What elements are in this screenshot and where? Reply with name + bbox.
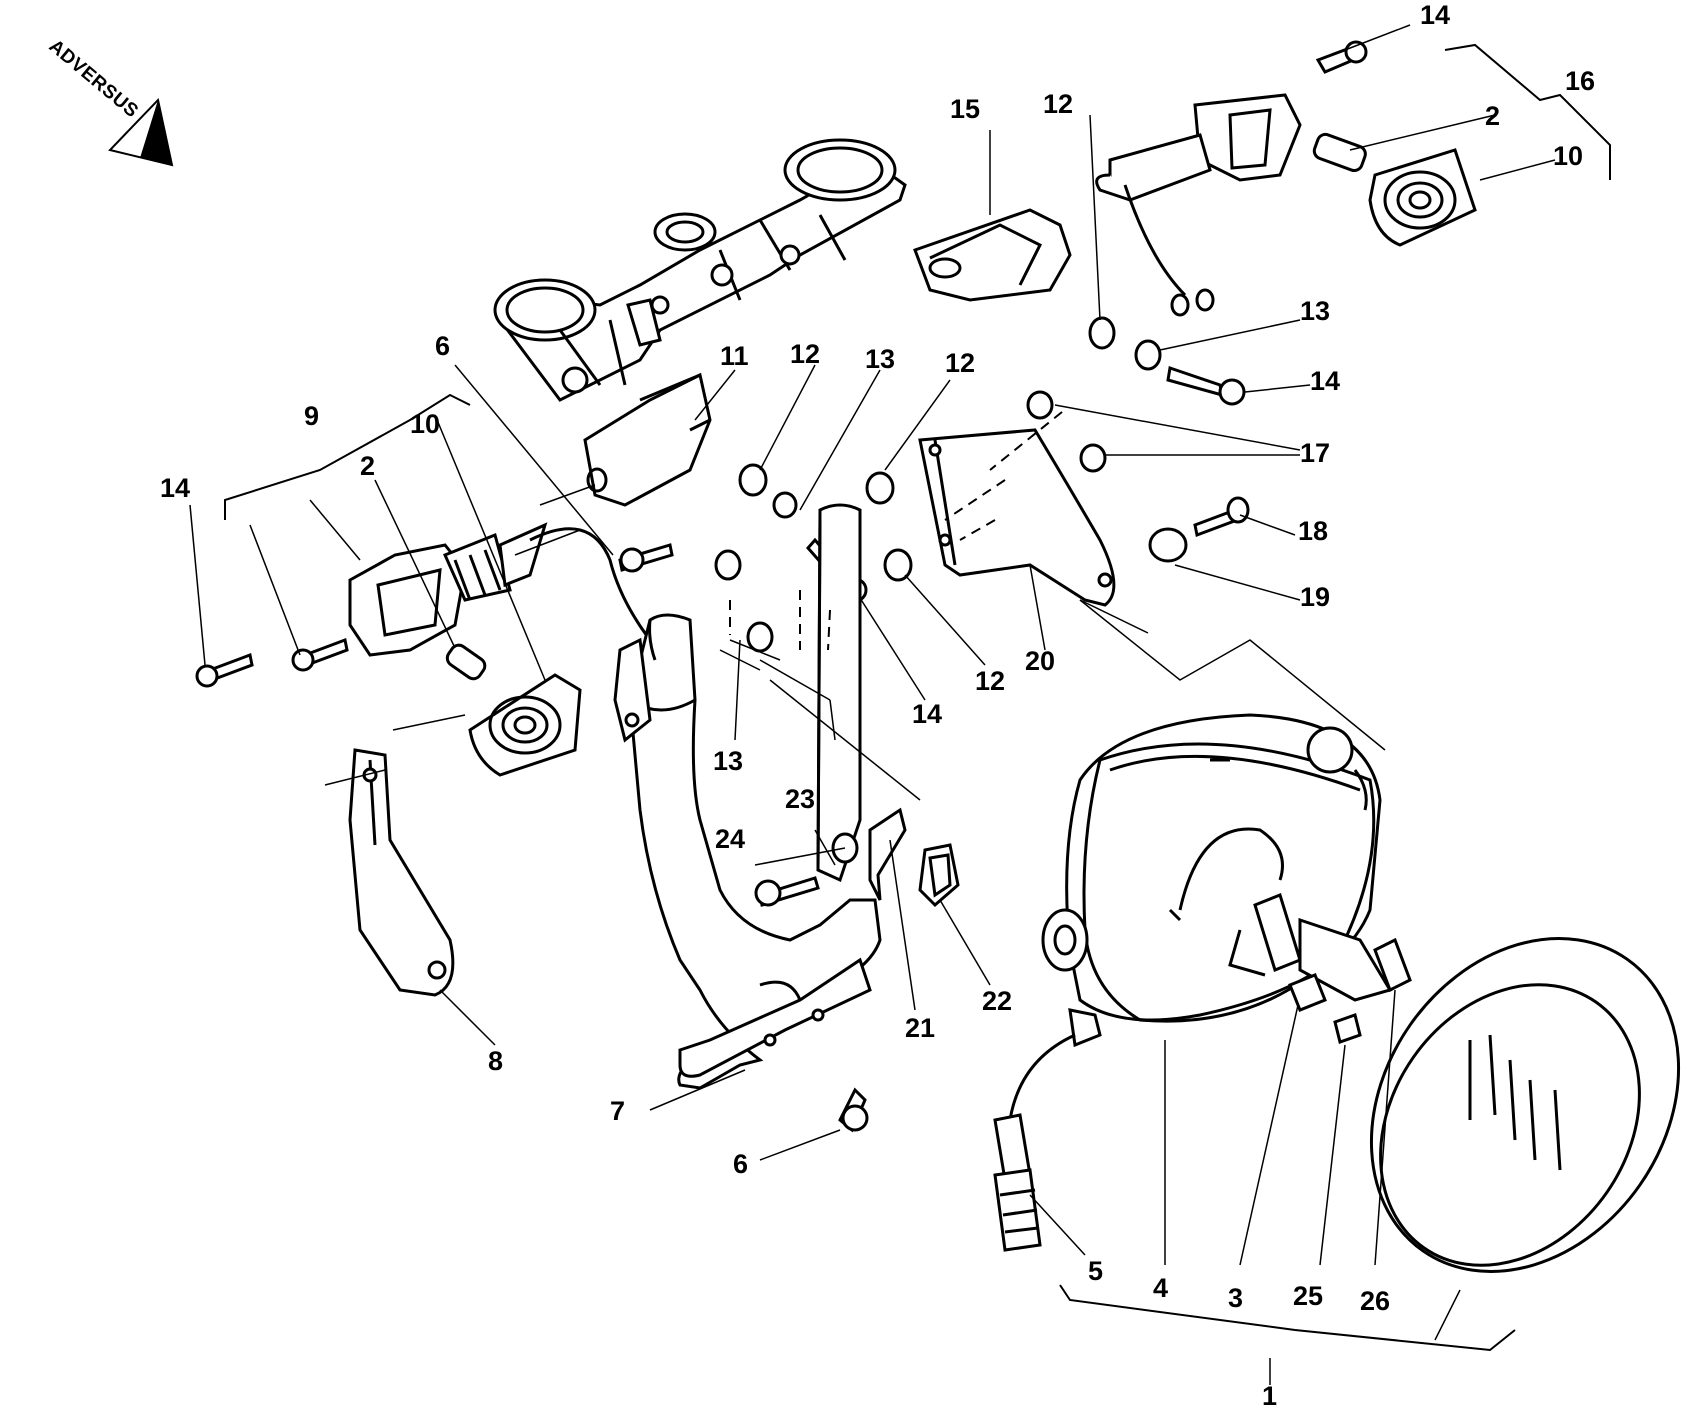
part-label-26: 26 [1360,1286,1390,1316]
part-label-8: 8 [488,1046,503,1076]
brand-mark: ADVERSUS [45,36,174,167]
bulb-parts [1288,937,1412,1044]
part-label-13: 13 [713,746,743,776]
part-label-14: 14 [912,699,942,729]
alignment-lines [324,411,1386,801]
part-label-5: 5 [1088,1256,1103,1286]
part-label-6: 6 [435,331,450,361]
part-label-6: 6 [733,1149,748,1179]
headlight-body [1041,713,1393,1023]
part-label-3: 3 [1228,1283,1243,1313]
part-label-10: 10 [410,409,440,439]
part-label-25: 25 [1293,1281,1323,1311]
part-label-1: 1 [1262,1381,1277,1411]
part-label-9: 9 [304,401,319,431]
part-label-10: 10 [1553,141,1583,171]
part-label-12: 12 [945,348,975,378]
part-label-4: 4 [1153,1273,1168,1303]
headlight-cable [993,1008,1102,1252]
part-label-15: 15 [950,94,980,124]
right-turn-signal [1095,40,1477,317]
part-label-2: 2 [1485,101,1500,131]
part-label-12: 12 [1043,89,1073,119]
bracket-8 [348,748,455,997]
part-label-20: 20 [1025,646,1055,676]
part-label-24: 24 [715,824,745,854]
part-label-14: 14 [1310,366,1340,396]
part-label-12: 12 [975,666,1005,696]
left-turn-signal [195,522,686,777]
right-bracket [913,208,1072,302]
part-label-2: 2 [360,451,375,481]
left-bracket-11 [583,372,712,507]
part-label-14: 14 [160,473,190,503]
part-label-7: 7 [610,1096,625,1126]
right-bolt-stack [1088,316,1246,406]
part-label-23: 23 [785,784,815,814]
part-label-22: 22 [982,986,1012,1016]
part-label-13: 13 [865,344,895,374]
group-brackets [224,43,1611,1352]
part-label-21: 21 [905,1013,935,1043]
part-label-17: 17 [1300,438,1330,468]
part-label-18: 18 [1298,516,1328,546]
part-label-13: 13 [1300,296,1330,326]
part-label-12: 12 [790,339,820,369]
support-bracket-7 [613,503,960,1133]
headlight-lens [1369,937,1681,1273]
part-label-16: 16 [1565,66,1595,96]
part-label-19: 19 [1300,582,1330,612]
part-labels: 14 16 2 10 15 12 13 14 6 11 12 13 12 17 … [160,0,1595,1411]
leader-lines [189,24,1556,1385]
brand-mark-text: ADVERSUS [45,36,142,123]
instrument-mount [493,138,907,402]
part-label-14: 14 [1420,0,1450,30]
bracket-20 [865,390,1250,607]
part-label-11: 11 [720,341,749,371]
